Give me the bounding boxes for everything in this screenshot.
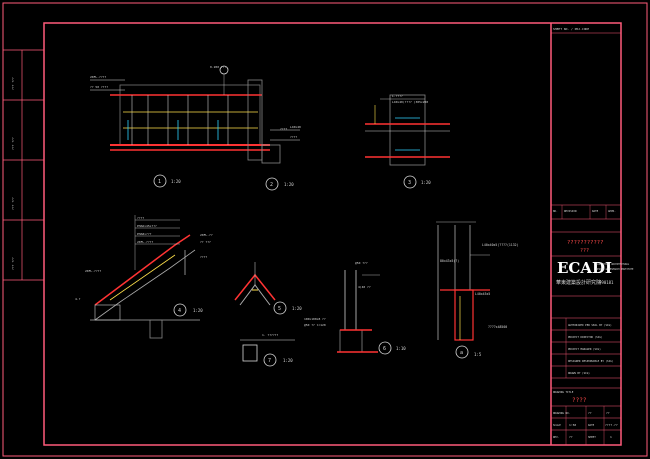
svg-text:??? ???: ??? ??? — [11, 137, 15, 150]
mini-header-no: NO. — [553, 209, 558, 213]
firm-logo: ECADI — [557, 259, 612, 277]
header-code: SHEET NO. / PRJ.CODE — [553, 27, 589, 31]
detail-3-scale: 1:20 — [421, 180, 431, 185]
detail-a-note-1: L40x40x5(????(1132) — [482, 243, 519, 247]
detail-6-marker — [378, 341, 392, 355]
detail-2-scale: 1:20 — [284, 182, 294, 187]
detail-3-marker — [403, 175, 417, 189]
title-row-1: AUTHORIZED PER SEAL BY (SIG) — [568, 323, 612, 327]
svg-text:20FL-????: 20FL-???? — [90, 75, 106, 79]
detail-5-tag: 5 — [278, 306, 281, 312]
detail-4-tag: 4 — [178, 308, 181, 314]
title-row-4: DESIGNER RESPONSIBLE BY (SIG) — [568, 359, 614, 363]
detail-5-scale: 1:20 — [292, 306, 302, 311]
svg-text:PHA8x???: PHA8x??? — [137, 232, 152, 236]
svg-text:0.200 ???: 0.200 ??? — [210, 65, 226, 69]
detail-3-note-1: L-???? — [392, 94, 403, 98]
svg-text:?? 50 ????: ?? 50 ???? — [90, 85, 108, 89]
detail-a-note-3: L40x45x5 — [475, 292, 490, 296]
detail-6-note-1: @50 ??? — [355, 261, 368, 265]
left-margin-marks — [3, 49, 44, 281]
title-row-3: PROJECT MANAGER (SIG) — [568, 347, 601, 351]
rev-label: REV. — [553, 435, 559, 439]
drawing-no-label: DRAWING NO. — [553, 411, 570, 415]
detail-6-note-2: 4(40 ?? — [358, 285, 371, 289]
sheet-label: SHEET — [588, 435, 596, 439]
detail-4-scale: 1:20 — [193, 308, 203, 313]
detail-7-box — [242, 344, 258, 362]
svg-text:20FL-????: 20FL-???? — [85, 269, 101, 273]
svg-text:20FL-????: 20FL-???? — [137, 240, 153, 244]
detail-6-scale: 1:10 — [396, 346, 406, 351]
detail-7-tag: 7 — [268, 358, 271, 364]
svg-text:L40x40: L40x40 — [290, 125, 301, 129]
svg-text:??? ???: ??? ??? — [11, 197, 15, 210]
project-name-2: ??? — [580, 248, 589, 254]
detail-1-drawing — [90, 65, 300, 164]
svg-text:????: ???? — [290, 135, 297, 139]
detail-4-text: ???? PHA6x45x??? PHA8x??? 20FL-???? 20FL… — [75, 216, 213, 301]
detail-a-note-4: ????x48500 — [488, 325, 507, 329]
detail-a-tag: a — [460, 350, 463, 356]
mini-header-revision: REVISION — [564, 209, 577, 213]
title-row-2: PROJECT DIRECTOR (SIG) — [568, 335, 603, 339]
firm-sub1: EAST CHINA ARCHITECTURAL — [596, 263, 630, 266]
detail-a-note-2: 80x43x5(?) — [440, 259, 459, 263]
svg-text:??? ???: ??? ??? — [11, 77, 15, 90]
check-value: ?? — [606, 411, 610, 415]
left-margin-text: ??? ??? ??? ??? ??? ??? ??? ??? — [11, 77, 15, 270]
detail-7-scale: 1:20 — [283, 358, 293, 363]
detail-2-marker — [265, 177, 279, 191]
detail-3-drawing — [365, 94, 450, 166]
detail-5-marker — [273, 301, 287, 315]
detail-4-drawing — [90, 215, 200, 339]
project-name: ??????????? — [567, 240, 603, 246]
rev-small: ?? — [588, 411, 592, 415]
svg-text:20FL-??: 20FL-?? — [200, 233, 213, 237]
detail-1-tag: 1 — [158, 179, 161, 185]
detail-a-marker — [455, 345, 469, 359]
sheet-value: 1 — [610, 435, 612, 439]
drawing-title: ???? — [572, 397, 587, 404]
side-note: ???? — [280, 127, 287, 131]
scale-value: 1:50 — [569, 423, 576, 427]
detail-6-drawing — [337, 270, 380, 353]
detail-6-note-4: @50 ?? l=120 — [304, 323, 326, 327]
mini-header-date: DATE — [592, 209, 599, 213]
detail-6-note-3: 100x100x8 ?? — [304, 317, 326, 321]
detail-a-scale: 1:5 — [474, 352, 482, 357]
inner-frame — [43, 22, 622, 446]
detail-2-tag: 2 — [270, 182, 273, 188]
detail-7-marker — [263, 353, 277, 367]
rev-value: ?? — [569, 435, 573, 439]
mini-header-appr: APPR. — [608, 209, 616, 213]
date-label: DATE — [588, 423, 595, 427]
firm-chinese-name: 華東建築設計研究院 — [556, 279, 601, 286]
detail-3-tag: 3 — [408, 180, 411, 186]
title-block: SHEET NO. / PRJ.CODE NO. REVISION DATE A… — [550, 27, 634, 445]
detail-1-text: 20FL-???? ?? 50 ???? 0.200 ??? L40x40 ??… — [90, 65, 301, 139]
firm-code: 990181 — [599, 280, 614, 285]
detail-6-tag: 6 — [383, 346, 386, 352]
svg-text:4.?: 4.? — [75, 297, 81, 301]
svg-text:?? ???: ?? ??? — [200, 240, 211, 244]
detail-7-note: 1. ?????? — [262, 333, 278, 337]
detail-4-marker — [173, 303, 187, 317]
svg-text:??? ???: ??? ??? — [11, 257, 15, 270]
drawing-title-label: DRAWING TITLE — [553, 390, 574, 394]
detail-1-scale: 1:20 — [171, 179, 181, 184]
date-value: ????.?? — [605, 423, 618, 427]
svg-text:PHA6x45x???: PHA6x45x??? — [137, 224, 157, 228]
detail-3-note-2: L40x40(???? )385x200 — [392, 100, 428, 104]
svg-text:????: ???? — [200, 255, 207, 259]
scale-label: SCALE — [553, 423, 561, 427]
detail-a-drawing — [436, 221, 490, 341]
title-row-5: DRAWN BY (SIG) — [568, 371, 590, 375]
detail-5-drawing — [234, 262, 276, 306]
firm-sub2: DESIGN & RESEARCH INSTITUTE — [596, 268, 634, 271]
svg-text:????: ???? — [137, 216, 144, 220]
detail-1-marker — [153, 174, 167, 188]
